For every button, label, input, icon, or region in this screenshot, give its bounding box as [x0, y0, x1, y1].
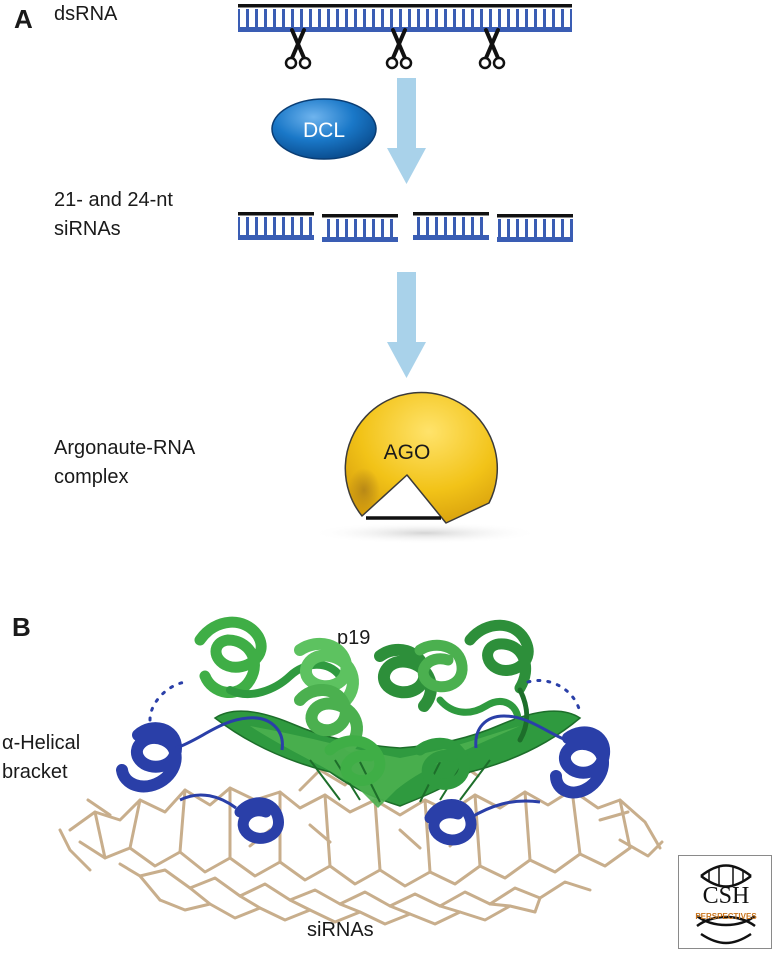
sirna-label-line1: 21- and 24-nt — [54, 189, 173, 211]
dsrna-duplex — [238, 4, 572, 32]
scissors-icon — [385, 28, 413, 70]
ago-label: AGO — [384, 441, 431, 464]
dsrna-label: dsRNA — [54, 3, 118, 25]
scissors-icon — [284, 28, 312, 70]
ago-protein: AGO — [310, 391, 540, 544]
process-arrow — [387, 272, 426, 378]
sirna-fragment — [497, 214, 573, 242]
p19-protein — [194, 616, 582, 808]
helical-bracket-label-line1: α-Helical — [2, 732, 81, 754]
sirna-fragment — [322, 214, 398, 242]
dcl-enzyme: DCL — [271, 98, 377, 160]
csh-perspectives-logo: CSH PERSPECTIVES — [678, 855, 772, 949]
sirnas-label: siRNAs — [307, 919, 374, 941]
ago-complex-label: Argonaute-RNA complex — [54, 434, 195, 492]
sirna-label: 21- and 24-nt siRNAs — [54, 186, 173, 244]
helical-bracket-left — [116, 680, 284, 844]
sirna-fragment — [413, 212, 489, 240]
p19-sirna-structure — [58, 616, 664, 926]
helical-bracket-label-line2: bracket — [2, 761, 68, 783]
logo-subtitle: PERSPECTIVES — [695, 912, 757, 921]
ago-complex-label-line2: complex — [54, 466, 129, 488]
p19-label: p19 — [337, 627, 371, 649]
logo-title: CSH — [702, 883, 750, 909]
sirna-fragment — [238, 212, 314, 240]
sirna-stick-model — [58, 758, 664, 926]
process-arrow — [387, 78, 426, 184]
dcl-label: DCL — [303, 119, 345, 142]
dna-helix-icon — [696, 864, 756, 945]
ago-complex-label-line1: Argonaute-RNA — [54, 437, 196, 459]
panel-a-letter: A — [14, 4, 33, 34]
sirna-label-line2: siRNAs — [54, 218, 121, 240]
panel-a-diagram: DCL AGO — [238, 4, 573, 544]
helical-bracket-label: α-Helical bracket — [2, 729, 80, 787]
scissors-icon — [478, 28, 506, 70]
panel-b-letter: B — [12, 612, 31, 642]
helical-bracket-right — [424, 679, 610, 846]
